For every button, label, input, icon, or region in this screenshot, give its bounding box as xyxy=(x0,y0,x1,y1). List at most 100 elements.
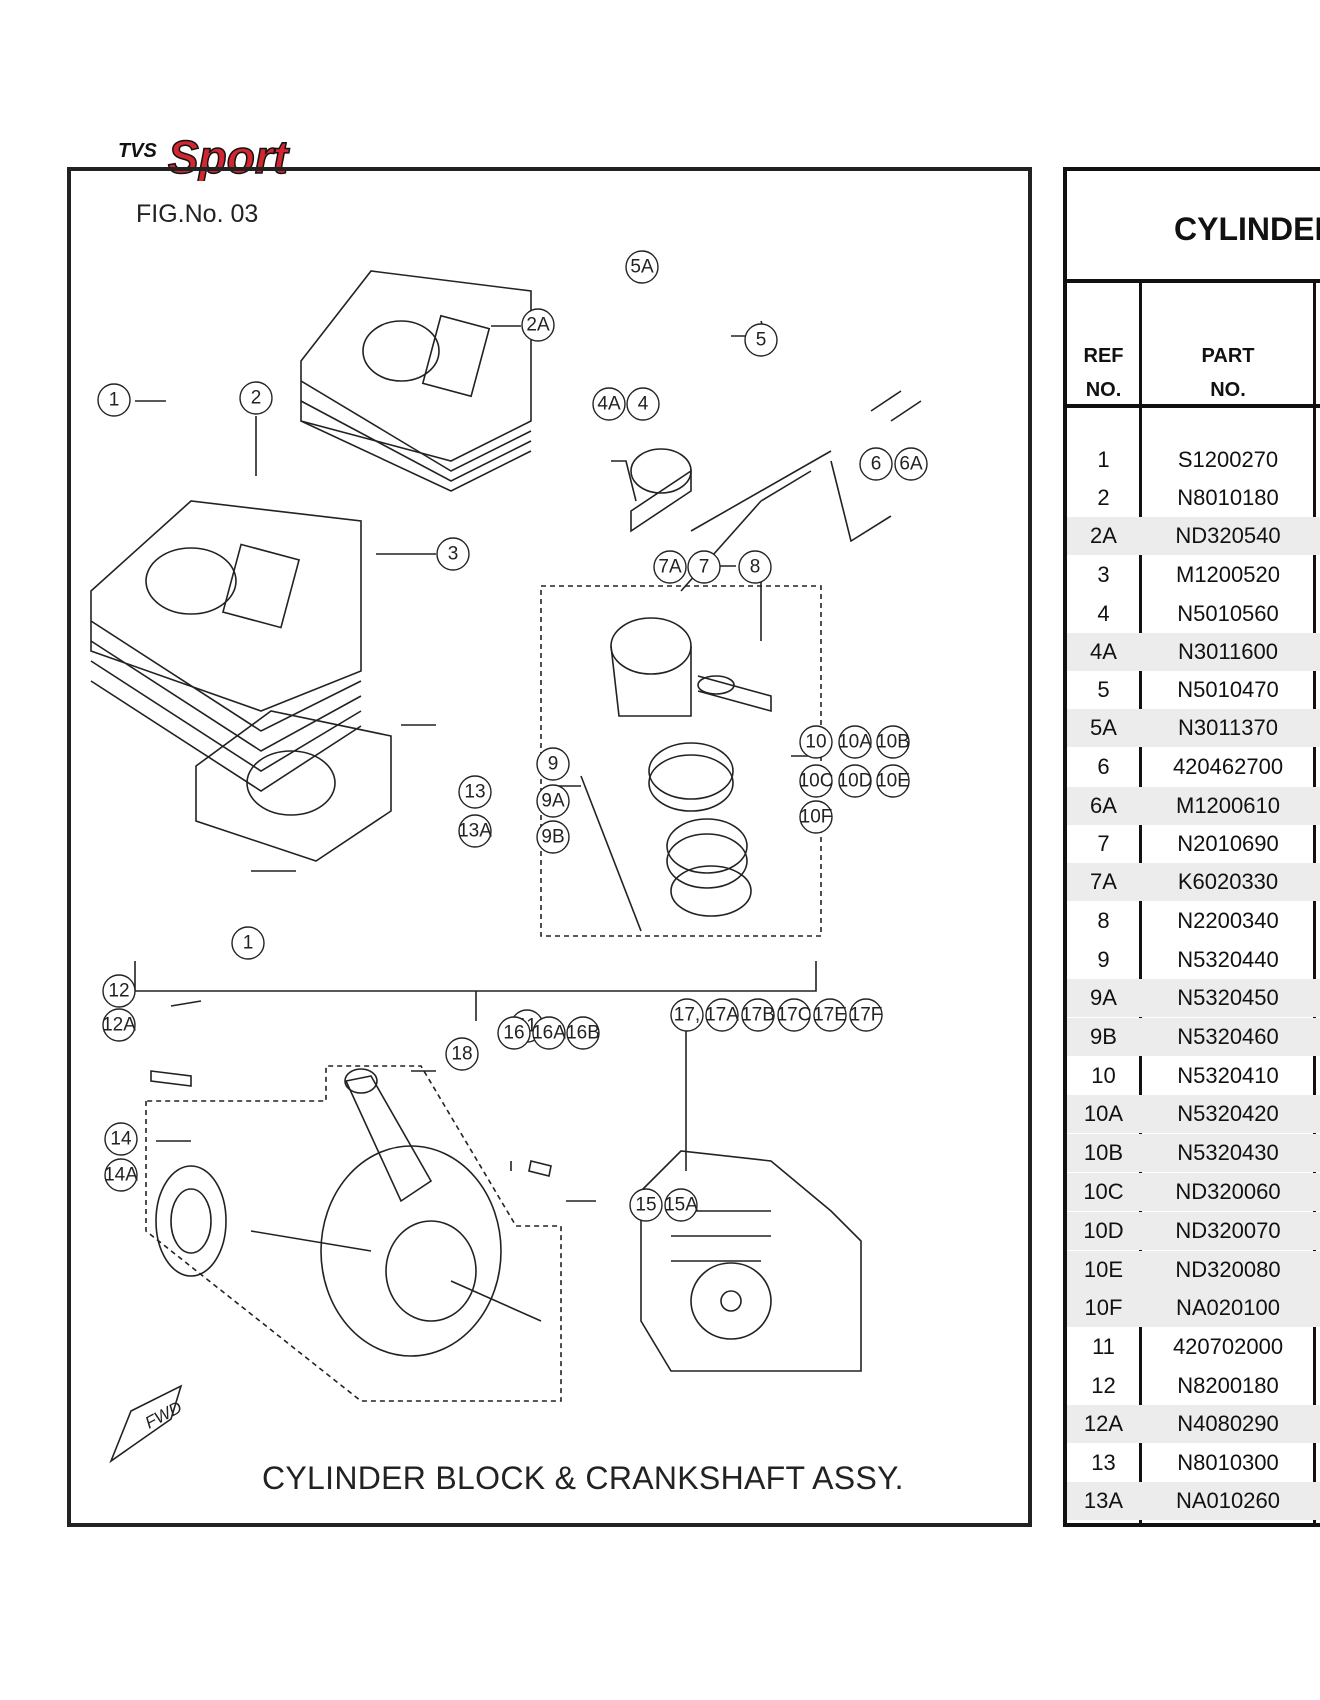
part-number-cell: M1200520 xyxy=(1176,562,1280,587)
svg-text:9B: 9B xyxy=(541,827,564,848)
table-row: 7A K6020330 xyxy=(1067,863,1320,901)
part-number-cell: N5320420 xyxy=(1177,1101,1279,1126)
svg-text:10E: 10E xyxy=(876,771,910,792)
callout-5A: 5A xyxy=(625,250,659,284)
ref-cell: 1 xyxy=(1097,447,1110,472)
svg-text:17B: 17B xyxy=(741,1005,775,1026)
callout-6A: 6A xyxy=(894,447,928,481)
svg-text:10D: 10D xyxy=(838,771,873,792)
exploded-diagram: 1 2 2A 3 4 4A 5 5A 6 6A 7 7A 8 9 9A 9B 1… xyxy=(90,250,928,1464)
svg-text:5A: 5A xyxy=(630,257,654,278)
callout-17C: 17C xyxy=(777,998,812,1032)
svg-text:8: 8 xyxy=(750,557,761,578)
ref-cell: 2A xyxy=(1090,523,1117,548)
ref-cell: 10 xyxy=(1091,1063,1116,1088)
table-row: 3 M1200520 xyxy=(1067,556,1320,594)
parts-table: CYLINDER REF NO. PART NO. 1S12002702N801… xyxy=(1063,167,1320,1527)
ref-cell: 10E xyxy=(1083,1257,1124,1282)
parts-table-header: REF NO. PART NO. xyxy=(1067,283,1320,408)
callout-9A: 9A xyxy=(536,784,570,818)
part-number-cell: N5320410 xyxy=(1177,1063,1279,1088)
part-number-cell: K6020330 xyxy=(1177,869,1279,894)
svg-text:7: 7 xyxy=(699,557,710,578)
ref-cell: 7A xyxy=(1090,869,1117,894)
callout-6: 6 xyxy=(859,447,893,481)
part-number-cell: N5320460 xyxy=(1177,1024,1279,1049)
gasket-drawing xyxy=(195,710,392,862)
svg-text:12: 12 xyxy=(108,981,129,1002)
ref-cell: 13 xyxy=(1091,1450,1116,1475)
parts-title-text: CYLINDER xyxy=(1174,211,1320,247)
ref-header-line2: NO. xyxy=(1085,379,1122,401)
column-divider-1 xyxy=(1139,283,1142,1523)
callout-1: 1 xyxy=(97,383,131,417)
callout-17F: 17F xyxy=(849,998,883,1032)
svg-text:2A: 2A xyxy=(526,315,550,336)
part-number-cell: N8010300 xyxy=(1177,1450,1279,1475)
callout-1-lower: 1 xyxy=(231,926,265,960)
callout-9B: 9B xyxy=(536,820,570,854)
ref-cell: 3 xyxy=(1097,562,1110,587)
ref-cell: 6 xyxy=(1097,754,1110,779)
column-divider-2 xyxy=(1313,283,1316,1523)
callout-17A: 17A xyxy=(705,998,739,1032)
svg-text:13A: 13A xyxy=(458,821,492,842)
callout-17E: 17E xyxy=(813,998,847,1032)
part-number-cell: N4080290 xyxy=(1177,1411,1279,1436)
svg-text:1: 1 xyxy=(109,390,120,411)
svg-text:17E: 17E xyxy=(813,1005,847,1026)
svg-text:17,: 17, xyxy=(674,1005,700,1026)
svg-text:17C: 17C xyxy=(777,1005,812,1026)
svg-text:4A: 4A xyxy=(597,394,621,415)
callout-2: 2 xyxy=(239,381,273,415)
callout-10D: 10D xyxy=(838,764,873,798)
ref-cell: 8 xyxy=(1097,908,1110,933)
svg-text:18: 18 xyxy=(451,1044,472,1065)
callout-16A: 16A xyxy=(532,1016,566,1050)
callout-4: 4 xyxy=(626,387,660,421)
callout-7A: 7A xyxy=(653,550,687,584)
callout-14A: 14A xyxy=(104,1158,138,1192)
cylinder-block-drawing xyxy=(90,500,362,792)
diagram-frame xyxy=(67,167,1032,1527)
table-row: 10C ND320060 xyxy=(1067,1173,1320,1211)
svg-text:4: 4 xyxy=(638,394,649,415)
svg-text:14: 14 xyxy=(110,1129,132,1150)
svg-text:17A: 17A xyxy=(705,1005,739,1026)
callout-7: 7 xyxy=(687,550,721,584)
part-number-cell: M1200610 xyxy=(1176,793,1280,818)
svg-text:13: 13 xyxy=(464,782,485,803)
callout-10A: 10A xyxy=(838,725,872,759)
svg-text:9A: 9A xyxy=(541,791,565,812)
part-number-cell: ND320060 xyxy=(1175,1179,1281,1204)
callout-10B: 10B xyxy=(876,725,910,759)
ref-cell: 10F xyxy=(1084,1295,1123,1320)
callout-12: 12 xyxy=(102,974,136,1008)
callout-3: 3 xyxy=(436,537,470,571)
svg-text:15: 15 xyxy=(635,1195,656,1216)
callout-15A: 15A xyxy=(664,1188,698,1222)
callout-17B: 17B xyxy=(741,998,775,1032)
callout-14: 14 xyxy=(104,1122,138,1156)
svg-text:16: 16 xyxy=(503,1023,524,1044)
ref-cell: 13A xyxy=(1083,1488,1124,1513)
logo-prefix: TVS xyxy=(118,140,158,162)
svg-text:12A: 12A xyxy=(102,1015,136,1036)
svg-text:6A: 6A xyxy=(899,454,923,475)
ref-cell: 7 xyxy=(1097,831,1110,856)
part-header-line1: PART xyxy=(1201,345,1255,367)
svg-text:1: 1 xyxy=(243,933,254,954)
ref-cell: 12A xyxy=(1083,1411,1124,1436)
ref-cell: 10C xyxy=(1083,1179,1124,1204)
part-number-cell: N3011600 xyxy=(1178,639,1278,664)
cylinder-head-drawing xyxy=(300,270,532,492)
parts-table-title: CYLINDER xyxy=(1067,171,1320,283)
